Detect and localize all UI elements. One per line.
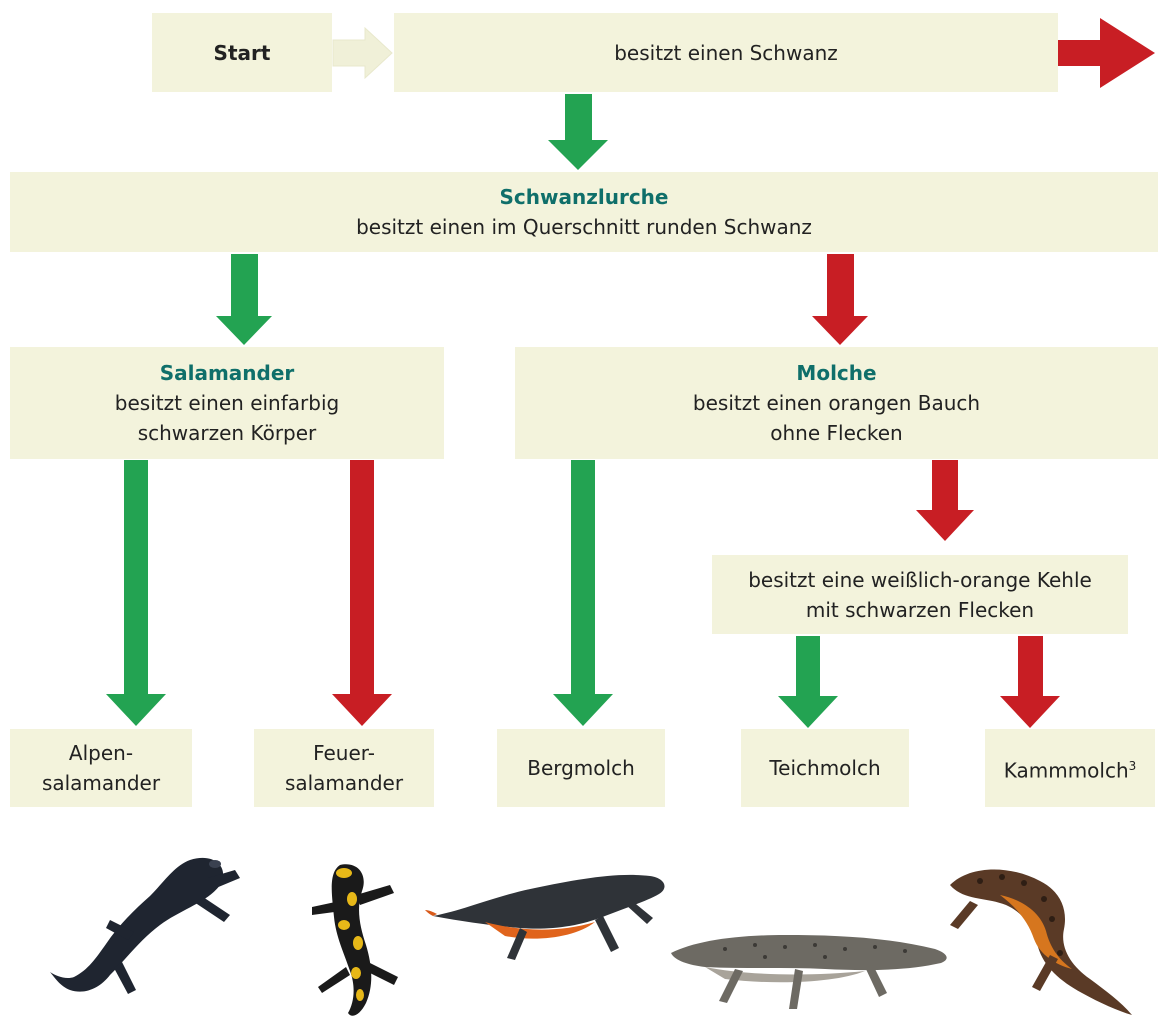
salamander-box: Salamander besitzt einen einfarbig schwa… (10, 347, 444, 459)
leaf-teichmolch: Teichmolch (741, 729, 909, 807)
no-arrow-salamander (332, 460, 392, 726)
schwanzlurche-title: Schwanzlurche (499, 185, 669, 209)
leaf-alpensalamander: Alpen- salamander (10, 729, 192, 807)
no-arrow-q1 (1058, 18, 1155, 88)
yes-arrow-salamander (106, 460, 166, 726)
molche-text-line2: ohne Flecken (770, 421, 903, 445)
leaf-kammmolch: Kammmolch3 (985, 729, 1155, 807)
kehle-text-line1: besitzt eine weißlich-orange Kehle (748, 567, 1092, 592)
yes-arrow-schwanzlurche (216, 254, 272, 345)
feuersalamander-photo (312, 864, 398, 1016)
kehle-box: besitzt eine weißlich-orange Kehle mit s… (712, 555, 1128, 634)
molche-box: Molche besitzt einen orangen Bauch ohne … (515, 347, 1158, 459)
leaf-alpen-line2: salamander (41, 771, 161, 795)
alpensalamander-photo (50, 857, 240, 994)
no-arrow-molche (916, 460, 974, 541)
yes-arrow-kehle (778, 636, 838, 728)
leaf-feuer-line1: Feuer- (313, 741, 375, 765)
leaf-kammmolch-text: Kammmolch3 (1004, 751, 1137, 786)
start-label: Start (213, 40, 271, 65)
teichmolch-photo (671, 935, 947, 1009)
leaf-feuer-line2: salamander (284, 771, 404, 795)
molche-text-line1: besitzt einen orangen Bauch (692, 391, 981, 415)
start-arrow (332, 26, 393, 80)
salamander-title: Salamander (159, 361, 295, 385)
start-box: Start (152, 13, 332, 92)
molche-title: Molche (796, 361, 877, 385)
no-arrow-schwanzlurche (812, 254, 868, 345)
question-tail-text: besitzt einen Schwanz (614, 40, 838, 65)
kammmolch-footnote: 3 (1128, 758, 1137, 773)
kammmolch-label: Kammmolch (1003, 758, 1129, 783)
leaf-feuersalamander: Feuer- salamander (254, 729, 434, 807)
schwanzlurche-box: Schwanzlurche besitzt einen im Querschni… (10, 172, 1158, 252)
no-arrow-kehle (1000, 636, 1060, 728)
kehle-text-line2: mit schwarzen Flecken (805, 597, 1035, 622)
salamander-text-line1: besitzt einen einfarbig (114, 391, 340, 415)
yes-arrow-molche (553, 460, 613, 726)
leaf-teichmolch-text: Teichmolch (769, 756, 881, 780)
bergmolch-photo (425, 874, 665, 960)
leaf-bergmolch-text: Bergmolch (527, 756, 635, 780)
leaf-bergmolch: Bergmolch (497, 729, 665, 807)
salamander-text-line2: schwarzen Körper (137, 421, 317, 445)
leaf-alpen-line1: Alpen- (68, 741, 134, 765)
question-tail-box: besitzt einen Schwanz (394, 13, 1058, 92)
schwanzlurche-text: besitzt einen im Querschnitt runden Schw… (356, 215, 812, 239)
yes-arrow-q1 (548, 94, 608, 170)
kammmolch-photo (950, 869, 1132, 1015)
